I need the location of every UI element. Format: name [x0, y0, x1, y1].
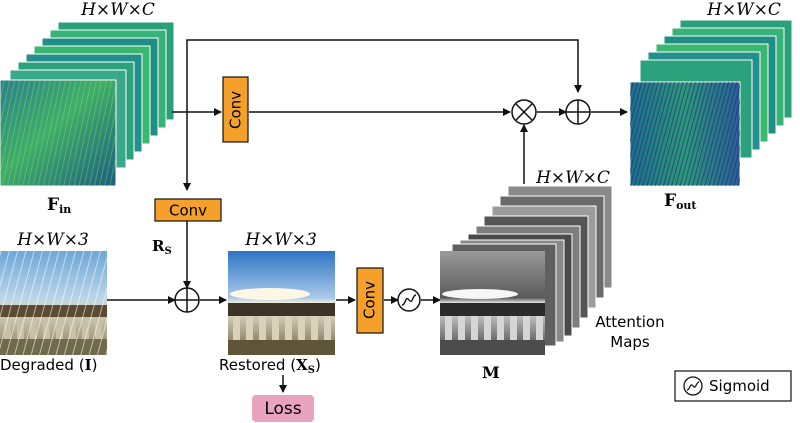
output-feature-dims: H×W×C	[706, 0, 781, 20]
restored-dims: H×W×3	[244, 230, 317, 250]
output-feature-stack: H×W×C Fout	[629, 0, 793, 212]
output-feature-symbol: F	[664, 191, 676, 211]
output-feature-label: Fout	[664, 191, 697, 212]
loss-block: Loss	[252, 395, 314, 422]
restored-viaduct	[228, 288, 335, 355]
conv-block-right-label: Conv	[361, 281, 379, 319]
skip-connection	[186, 39, 582, 112]
residual-subscript: S	[164, 246, 171, 257]
feature-flow-line	[107, 108, 628, 393]
residual-label: RS	[152, 237, 172, 257]
restored-image	[228, 251, 335, 355]
sigmoid-legend: Sigmoid	[674, 370, 792, 402]
multiply-operator	[511, 99, 537, 125]
conv-block-top: Conv	[222, 76, 249, 143]
conv-block-right: Conv	[356, 267, 384, 334]
degraded-image	[0, 251, 107, 355]
restored-symbol: X	[296, 356, 308, 374]
output-feature-layers	[629, 19, 793, 187]
attention-label: M	[482, 363, 500, 382]
restored-subscript: S	[308, 365, 315, 376]
input-feature-symbol: F	[47, 195, 59, 215]
residual-symbol: R	[152, 237, 165, 255]
attention-map-front	[440, 251, 545, 355]
loss-label: Loss	[264, 399, 301, 419]
input-feature-subscript: in	[59, 203, 71, 216]
degraded-dims: H×W×3	[16, 230, 89, 250]
degraded-label: Degraded (I)	[0, 356, 97, 374]
attention-maps-stack: H×W×C M Attention Maps	[440, 168, 665, 382]
attention-dims: H×W×C	[535, 168, 610, 188]
input-feature-label: Fin	[47, 195, 71, 216]
restored-label-text: Restored (	[219, 356, 296, 374]
conv-block-top-label: Conv	[227, 91, 245, 129]
sigmoid-legend-icon	[683, 376, 703, 396]
input-feature-stack: H×W×C Fin	[0, 0, 175, 216]
degraded-symbol: I	[85, 356, 92, 374]
input-feature-layers	[0, 21, 175, 187]
sigmoid-legend-label: Sigmoid	[709, 377, 770, 395]
restored-label-end: )	[315, 356, 321, 374]
input-feature-dims: H×W×C	[80, 0, 155, 20]
degraded-label-end: )	[92, 356, 98, 374]
add-operator-bottom	[174, 287, 200, 313]
add-operator-top	[565, 99, 591, 125]
degraded-label-text: Degraded (	[0, 356, 85, 374]
conv-block-left: Conv	[154, 198, 222, 222]
attention-caption-line1: Attention	[595, 313, 664, 331]
sigmoid-operator	[397, 288, 421, 312]
attention-caption-line2: Maps	[610, 333, 650, 351]
output-feature-subscript: out	[676, 199, 697, 212]
restored-label: Restored (XS)	[219, 356, 321, 376]
conv-block-left-label: Conv	[169, 202, 207, 220]
